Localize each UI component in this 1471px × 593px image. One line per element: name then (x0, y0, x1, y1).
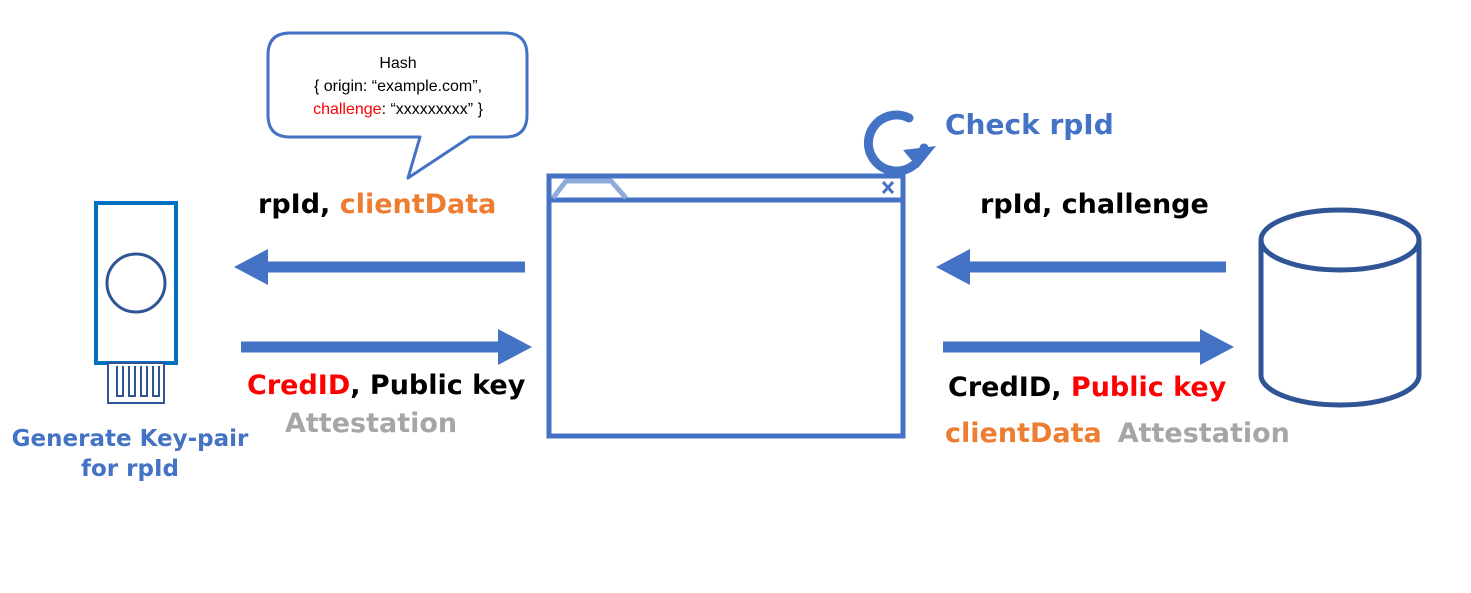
left-top-label: rpId, clientData (258, 189, 496, 220)
credid-text: CredID (247, 370, 351, 401)
left-attestation-label: Attestation (285, 408, 458, 439)
bubble-challenge-value: : “xxxxxxxxx” } (381, 101, 483, 118)
rpid-text: rpId (258, 189, 321, 220)
bubble-line-3: challenge: “xxxxxxxxx” } (278, 98, 518, 121)
bubble-challenge-key: challenge (313, 101, 382, 118)
credid-text: CredID (948, 372, 1052, 403)
separator-text: , (350, 370, 370, 401)
generate-line-2: for rpId (81, 456, 179, 482)
clientdata-text: clientData (945, 418, 1102, 449)
right-top-label: rpId, challenge (980, 189, 1209, 220)
right-bottom-label: CredID, Public key (948, 372, 1226, 403)
close-icon (881, 180, 895, 195)
arrow-to-authenticator (234, 249, 525, 285)
refresh-arrow-icon (863, 110, 936, 176)
arrow-to-browser-from-authenticator (241, 329, 532, 365)
arrow-to-server (943, 329, 1234, 365)
separator-text: , (1051, 372, 1071, 403)
bubble-line-2: { origin: “example.com”, (313, 78, 483, 95)
public-key-text: Public key (1070, 372, 1227, 403)
clientdata-text: clientData (339, 189, 497, 220)
attestation-text: Attestation (1117, 418, 1290, 449)
left-bottom-label: CredID, Public key (247, 370, 525, 401)
right-clientdata-attestation-label: clientData Attestation (945, 418, 1290, 449)
speech-bubble (266, 31, 529, 180)
usb-security-key-icon (94, 201, 178, 404)
separator-text: , (320, 189, 340, 220)
arrow-to-browser-from-server (936, 249, 1226, 285)
generate-keypair-label: Generate Key-pair for rpId (10, 424, 250, 484)
generate-line-1: Generate Key-pair (11, 426, 249, 452)
public-key-text: Public key (369, 370, 526, 401)
bubble-line-1: Hash (379, 55, 417, 72)
database-cylinder-icon (1258, 207, 1422, 408)
bubble-text: Hash { origin: “example.com”, challenge:… (278, 52, 518, 121)
check-rpid-label: Check rpId (945, 108, 1114, 141)
browser-window-icon (546, 173, 906, 439)
